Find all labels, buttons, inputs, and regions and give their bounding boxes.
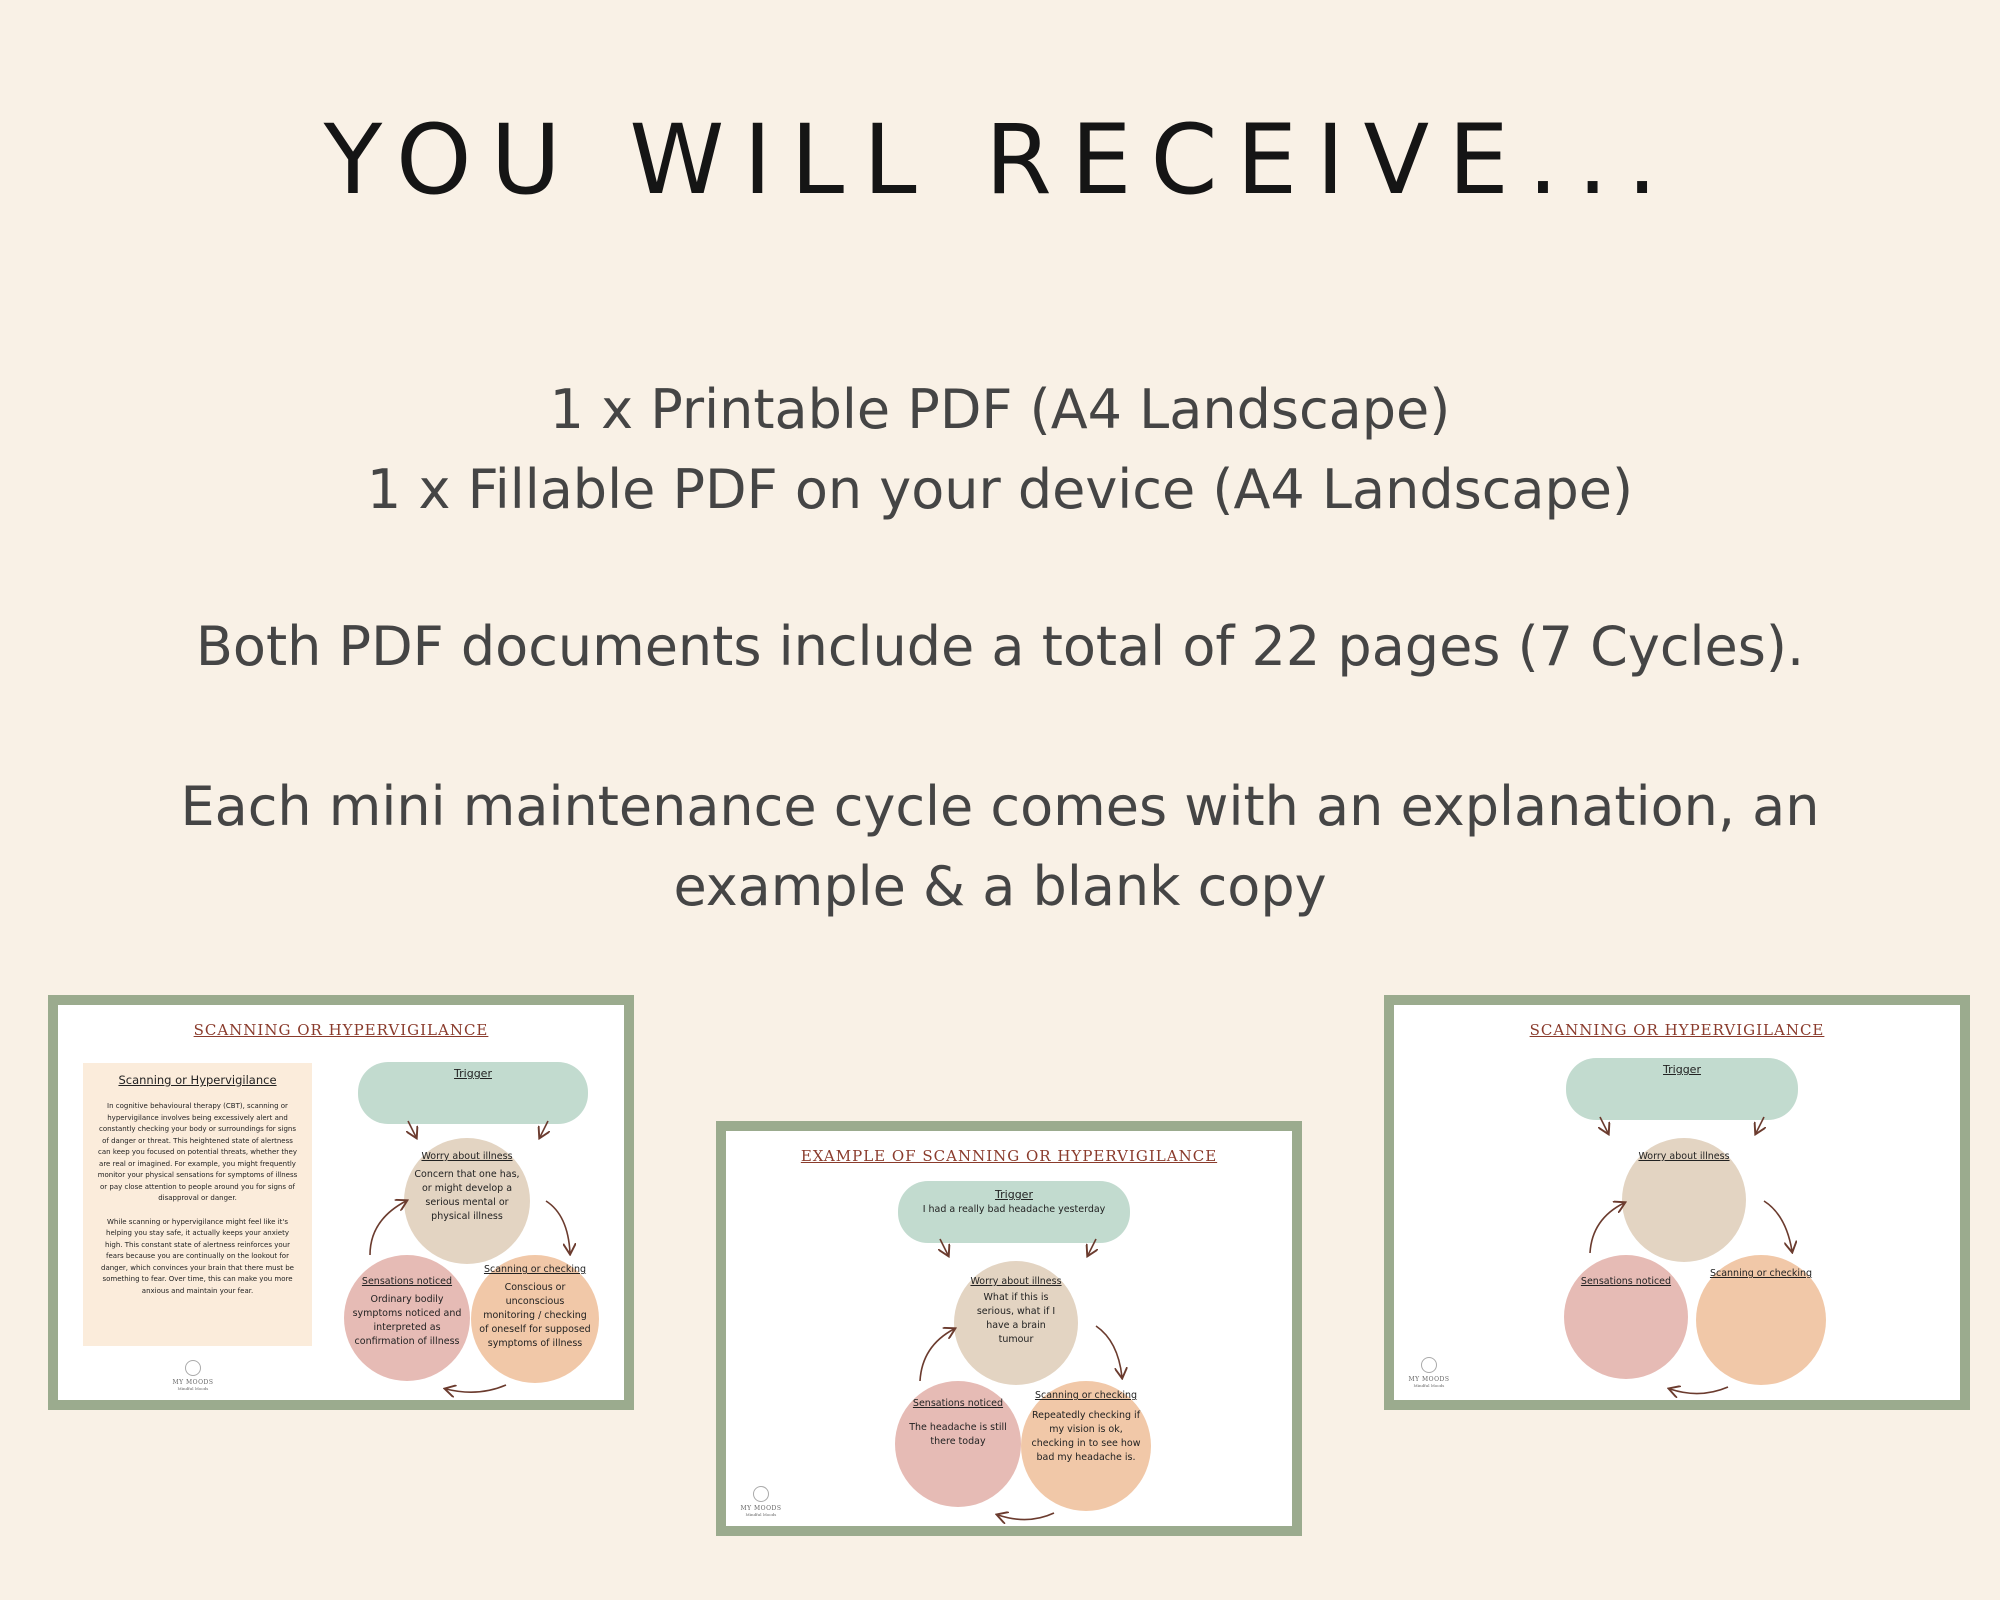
logo-mark [753, 1486, 769, 1502]
worry-text: Concern that one has, or might develop a… [414, 1169, 520, 1222]
scanning-circle: Scanning or checking [1696, 1255, 1826, 1385]
preview-title: SCANNING OR HYPERVIGILANCE [193, 1021, 489, 1039]
trigger-box: Trigger [1566, 1058, 1798, 1120]
logo-subtitle: Mindful Moods [177, 1386, 209, 1391]
example-page-preview: EXAMPLE OF SCANNING OR HYPERVIGILANCE Tr… [716, 1121, 1302, 1536]
logo-mark [185, 1360, 201, 1376]
trigger-box: Trigger [358, 1062, 588, 1124]
fillable-pdf-line: 1 x Fillable PDF on your device (A4 Land… [366, 458, 1634, 521]
brand-logo: MY MOODS Mindful Moods [158, 1360, 228, 1391]
info-paragraph-1: In cognitive behavioural therapy (CBT), … [97, 1102, 298, 1202]
trigger-label: Trigger [454, 1067, 492, 1080]
worry-circle: Worry about illness [1622, 1138, 1746, 1262]
worry-circle: Worry about illness Concern that one has… [404, 1138, 530, 1264]
page-heading: YOU WILL RECEIVE... [323, 104, 1677, 216]
trigger-text: I had a really bad headache yesterday [922, 1204, 1106, 1215]
logo-name: MY MOODS [1408, 1376, 1450, 1383]
scanning-label: Scanning or checking [1034, 1390, 1138, 1401]
scanning-label: Scanning or checking [1709, 1268, 1813, 1279]
deliverables-text: 1 x Printable PDF (A4 Landscape) 1 x Fil… [0, 370, 2000, 530]
page-count-text: Both PDF documents include a total of 22… [0, 607, 2000, 687]
cycle-arrows [919, 1238, 1302, 1536]
scanning-text: Repeatedly checking if my vision is ok, … [1031, 1410, 1141, 1463]
explanation-page-preview: SCANNING OR HYPERVIGILANCE Scanning or H… [48, 995, 634, 1410]
scanning-label: Scanning or checking [483, 1264, 587, 1275]
cycle-description-line-2: example & a blank copy [673, 855, 1327, 918]
page-count-line: Both PDF documents include a total of 22… [195, 615, 1805, 678]
worry-circle: Worry about illness What if this is seri… [954, 1261, 1078, 1385]
cycle-description-line-1: Each mini maintenance cycle comes with a… [180, 775, 1820, 838]
sensations-circle: Sensations noticed The headache is still… [895, 1381, 1021, 1507]
sensations-text: The headache is still there today [909, 1422, 1007, 1447]
printable-pdf-line: 1 x Printable PDF (A4 Landscape) [549, 378, 1451, 441]
cycle-arrows [1589, 1116, 1970, 1410]
brand-logo: MY MOODS Mindful Moods [726, 1486, 796, 1517]
logo-mark [1421, 1357, 1437, 1373]
trigger-label: Trigger [995, 1188, 1033, 1201]
sensations-label: Sensations noticed [1580, 1276, 1672, 1287]
scanning-circle: Scanning or checking Conscious or uncons… [471, 1255, 599, 1383]
trigger-box: Trigger I had a really bad headache yest… [898, 1181, 1130, 1243]
sensations-circle: Sensations noticed [1564, 1255, 1688, 1379]
explanation-info-box: Scanning or Hypervigilance In cognitive … [83, 1063, 312, 1346]
worry-text: What if this is serious, what if I have … [976, 1292, 1056, 1345]
logo-subtitle: Mindful Moods [1413, 1383, 1445, 1388]
cycle-arrows [369, 1120, 634, 1410]
worry-label: Worry about illness [1638, 1151, 1730, 1162]
worry-label: Worry about illness [970, 1276, 1062, 1287]
info-heading: Scanning or Hypervigilance [118, 1073, 277, 1087]
preview-title: EXAMPLE OF SCANNING OR HYPERVIGILANCE [800, 1147, 1218, 1165]
trigger-label: Trigger [1663, 1063, 1701, 1076]
sensations-circle: Sensations noticed Ordinary bodily sympt… [344, 1255, 470, 1381]
logo-name: MY MOODS [740, 1505, 782, 1512]
logo-name: MY MOODS [172, 1379, 214, 1386]
sensations-text: Ordinary bodily symptoms noticed and int… [352, 1294, 462, 1347]
info-paragraph-2: While scanning or hypervigilance might f… [101, 1217, 294, 1295]
preview-title: SCANNING OR HYPERVIGILANCE [1529, 1021, 1825, 1039]
scanning-circle: Scanning or checking Repeatedly checking… [1021, 1381, 1151, 1511]
cycle-description-text: Each mini maintenance cycle comes with a… [0, 767, 2000, 927]
brand-logo: MY MOODS Mindful Moods [1394, 1357, 1464, 1388]
blank-page-preview: SCANNING OR HYPERVIGILANCE Trigger Worry… [1384, 995, 1970, 1410]
sensations-label: Sensations noticed [912, 1398, 1004, 1409]
worry-label: Worry about illness [421, 1151, 513, 1162]
scanning-text: Conscious or unconscious monitoring / ch… [479, 1282, 591, 1349]
sensations-label: Sensations noticed [361, 1276, 453, 1287]
logo-subtitle: Mindful Moods [745, 1512, 777, 1517]
